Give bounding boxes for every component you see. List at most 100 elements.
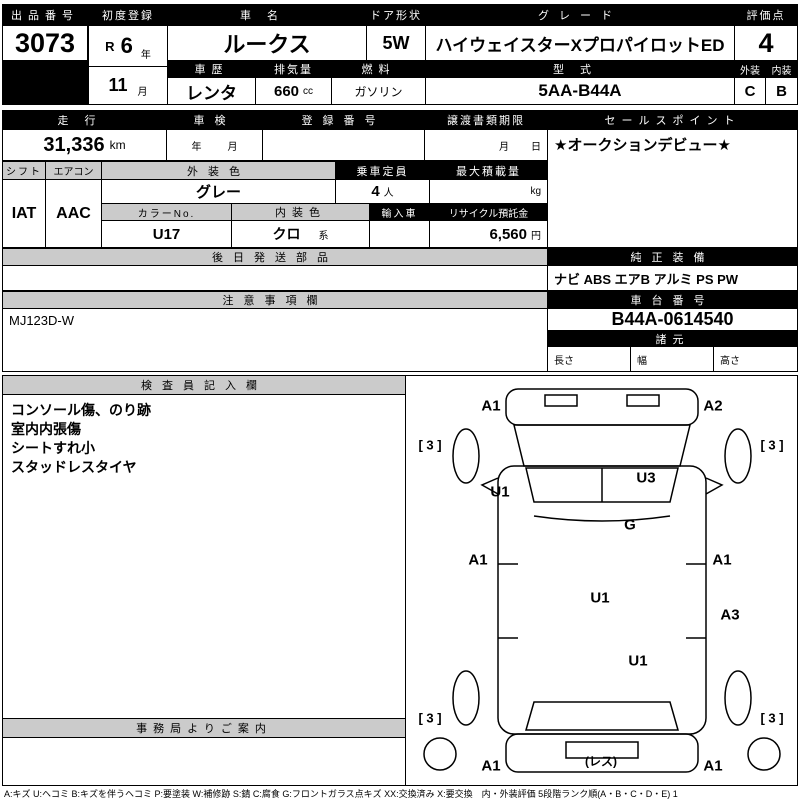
displacement-label: 排気量 <box>255 60 332 78</box>
transfer-deadline-label: 譲渡書類期限 <box>424 110 548 130</box>
model-code-value: 5AA-B44A <box>425 77 735 105</box>
inspector-notes: コンソール傷、のり跡 室内内張傷 シートすれ小 スタッドレスタイヤ <box>2 394 406 719</box>
max-load-value: kg <box>429 179 548 204</box>
exterior-grade: C <box>734 77 766 105</box>
inspector-note-line: スタッドレスタイヤ <box>11 459 137 475</box>
damage-marker: U1 <box>590 589 610 607</box>
int-color-value: クロ 系 <box>231 220 370 248</box>
inspection-year-unit: 年 <box>191 141 202 153</box>
capacity-number: 4 <box>371 183 380 200</box>
inspector-note-line: 室内内張傷 <box>11 421 81 437</box>
grade-value: ハイウェイスターXプロパイロットED <box>425 25 735 61</box>
year-unit: 年 <box>140 49 151 61</box>
damage-marker: A1 <box>712 551 732 569</box>
width-cell: 幅 <box>630 346 714 372</box>
first-reg-label: 初度登録 <box>88 4 168 26</box>
damage-marker: A1 <box>703 757 723 775</box>
first-reg-month: 11 <box>108 75 128 95</box>
color-no-label: カラーNo. <box>101 203 232 221</box>
aircon-label: エアコン <box>45 161 102 180</box>
interior-label: 内装 <box>765 60 798 78</box>
interior-grade: B <box>765 77 798 105</box>
registration-no-value <box>262 129 425 161</box>
sales-point-value: ★オークションデビュー★ <box>547 129 798 248</box>
color-no-value: U17 <box>101 220 232 248</box>
recycle-unit: 円 <box>531 230 541 242</box>
car-outline-drawing <box>423 388 781 773</box>
equipment-label: 純正装備 <box>547 248 798 266</box>
height-cell: 高さ <box>713 346 798 372</box>
later-parts-label: 後日発送部品 <box>2 248 548 266</box>
sales-point-label: セールスポイント <box>547 110 798 130</box>
grade-label: グレード <box>425 4 735 26</box>
transfer-month-unit: 月 <box>499 141 509 153</box>
displacement-value: 660 cc <box>255 77 332 105</box>
exterior-label: 外装 <box>734 60 766 78</box>
capacity-value: 4 人 <box>335 179 430 204</box>
first-reg-year-cell: R 6 年 <box>88 25 168 67</box>
car-damage-diagram: A1 A2 [ 3 ] [ 3 ] U3 U1 G A1 A1 U1 A3 U1… <box>405 375 798 786</box>
tire-depth-marker: [ 3 ] <box>418 437 442 453</box>
model-code-label: 型式 <box>425 60 735 78</box>
registration-no-label: 登録番号 <box>262 110 425 130</box>
ext-color-value: グレー <box>101 179 336 204</box>
tire-depth-marker: [ 3 ] <box>760 710 784 726</box>
damage-marker: U1 <box>628 652 648 670</box>
score-label: 評価点 <box>734 4 798 26</box>
damage-marker: A2 <box>703 397 723 415</box>
recycle-label: リサイクル預託金 <box>429 203 548 221</box>
auction-no-value: 3073 <box>2 25 88 61</box>
shift-label: シフト <box>2 161 46 180</box>
transfer-day-unit: 日 <box>531 141 541 153</box>
length-cell: 長さ <box>547 346 631 372</box>
first-reg-month-cell: 11 月 <box>88 66 168 105</box>
import-label: 輸入車 <box>369 203 430 221</box>
int-color-unit: 系 <box>318 230 329 242</box>
mileage-unit: km <box>109 138 126 152</box>
inspector-note-line: シートすれ小 <box>11 440 95 456</box>
car-name-label: 車名 <box>167 4 367 26</box>
office-blank <box>2 737 406 786</box>
tire-depth-marker: [ 3 ] <box>760 437 784 453</box>
ext-color-label: 外装色 <box>101 161 336 180</box>
door-shape-label: ドア形状 <box>366 4 426 26</box>
plate-less-marker: (レス) <box>585 754 617 769</box>
chassis-value: B44A-0614540 <box>547 308 798 331</box>
inspection-value: 年 月 <box>166 129 263 161</box>
damage-code-legend: A:キズ U:ヘコミ B:キズを伴うヘコミ P:要塗装 W:補修跡 S:錆 C:… <box>2 787 798 800</box>
mileage-number: 31,336 <box>43 133 105 156</box>
inspection-month-unit: 月 <box>227 141 238 153</box>
int-color-label: 内装色 <box>231 203 370 221</box>
inspector-note-line: コンソール傷、のり跡 <box>11 402 151 418</box>
tire-depth-marker: [ 3 ] <box>418 710 442 726</box>
displacement-number: 660 <box>273 82 300 100</box>
chassis-label: 車台番号 <box>547 291 798 309</box>
month-unit: 月 <box>137 87 148 98</box>
first-reg-year: 6 <box>120 33 133 58</box>
damage-marker: A1 <box>481 397 501 415</box>
inspection-label: 車検 <box>166 110 263 130</box>
history-label: 車歴 <box>167 60 256 78</box>
damage-marker: G <box>624 516 636 534</box>
damage-marker: A1 <box>468 551 488 569</box>
office-label: 事務局よりご案内 <box>2 718 406 738</box>
damage-marker: U1 <box>490 483 510 501</box>
fuel-label: 燃料 <box>331 60 426 78</box>
damage-marker: U3 <box>636 469 656 487</box>
door-shape-value: 5W <box>366 25 426 61</box>
capacity-unit: 人 <box>383 188 394 199</box>
capacity-label: 乗車定員 <box>335 161 430 180</box>
auction-no-label: 出品番号 <box>2 4 88 26</box>
notes-label: 注意事項欄 <box>2 291 548 309</box>
inspector-label: 検査員記入欄 <box>2 375 406 395</box>
dimensions-label: 諸元 <box>547 330 798 347</box>
equipment-value: ナビ ABS エアB アルミ PS PW <box>547 265 798 291</box>
era-code: R <box>105 38 115 54</box>
history-value: レンタ <box>167 77 256 105</box>
fuel-value: ガソリン <box>331 77 426 105</box>
int-color-name: クロ <box>272 226 301 242</box>
notes-value: MJ123D-W <box>2 308 548 372</box>
score-value: 4 <box>734 25 798 61</box>
transfer-deadline-value: 月 日 <box>424 129 548 161</box>
